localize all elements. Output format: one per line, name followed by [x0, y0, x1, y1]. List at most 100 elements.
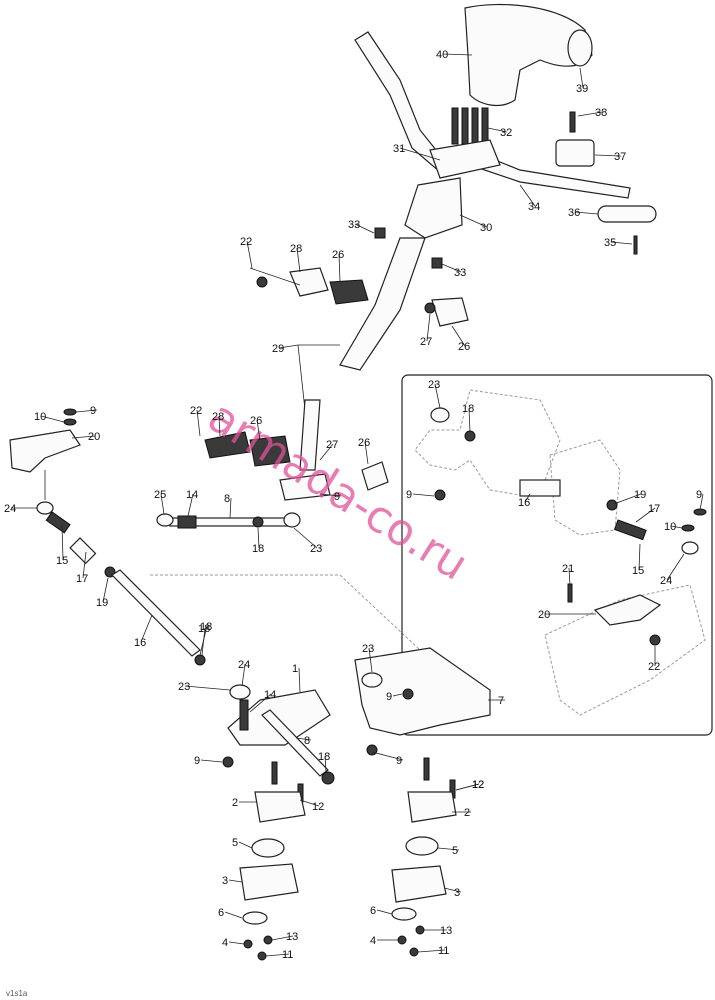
callout-c2a: 2 — [232, 797, 238, 809]
part-18-nut — [194, 654, 206, 666]
inset-frame — [401, 374, 713, 736]
callout-c31: 31 — [393, 143, 405, 155]
callout-c26d: 26 — [358, 437, 370, 449]
callout-c9c: 9 — [406, 489, 412, 501]
leader-line — [249, 693, 272, 713]
inset-ski — [544, 584, 706, 716]
callout-c30: 30 — [480, 222, 492, 234]
leader-line — [441, 263, 462, 273]
part-2-mount-r — [407, 791, 457, 823]
part-34-handlebar — [354, 31, 631, 199]
callout-c13a: 13 — [286, 931, 298, 943]
leader-line — [434, 383, 441, 409]
leader-line — [468, 407, 471, 433]
callout-c24a: 24 — [4, 503, 16, 515]
leader-line — [364, 441, 369, 465]
leader-line — [594, 154, 622, 157]
part-14-thread — [177, 515, 197, 529]
callout-c11a: 11 — [282, 949, 293, 961]
callout-c18e: 18 — [318, 751, 330, 763]
part-5-bushing-r — [405, 836, 439, 856]
leader-line — [298, 667, 301, 693]
part-15-thread — [45, 511, 71, 534]
leader-line — [228, 941, 245, 945]
callout-c19b: 19 — [634, 489, 646, 501]
leader-line — [399, 147, 441, 161]
footer-code: v1s1a — [6, 989, 28, 998]
callout-c10a: 10 — [34, 411, 46, 423]
callout-c1: 1 — [292, 663, 298, 675]
callout-c35: 35 — [604, 237, 616, 249]
part-26-block-2 — [431, 297, 469, 327]
leader-line — [451, 325, 466, 347]
part-37-block — [555, 139, 595, 167]
leader-line — [338, 253, 341, 283]
leader-line — [455, 783, 480, 791]
callout-c5b: 5 — [452, 845, 458, 857]
callout-c4b: 4 — [370, 935, 376, 947]
callout-c16a: 16 — [134, 637, 146, 649]
leader-line — [218, 415, 221, 437]
callout-c22b: 22 — [190, 405, 202, 417]
part-14-thread-low — [239, 699, 249, 731]
leader-line — [699, 493, 704, 511]
part-22-nut — [256, 276, 268, 288]
part-9-nut-low — [222, 756, 234, 768]
leader-line — [102, 577, 109, 603]
callout-c33a: 33 — [348, 219, 360, 231]
callout-c22a: 22 — [240, 236, 252, 248]
callout-c20a: 20 — [88, 431, 100, 443]
callout-c21: 21 — [562, 563, 574, 575]
callout-c12c: 12 — [472, 779, 484, 791]
callout-c17a: 17 — [76, 573, 88, 585]
part-11-nut-r — [409, 947, 419, 957]
inset-part-16 — [519, 479, 561, 497]
part-3-mount — [239, 863, 299, 901]
leader-line — [319, 493, 342, 497]
callout-c4a: 4 — [222, 937, 228, 949]
part-9-washer — [63, 408, 77, 416]
callout-c23d: 23 — [362, 643, 374, 655]
callout-c6b: 6 — [370, 905, 376, 917]
callout-c8a: 8 — [224, 493, 230, 505]
leader-line — [487, 127, 508, 133]
inset-part-20 — [593, 594, 662, 626]
callout-c40: 40 — [436, 49, 448, 61]
leader-line — [295, 737, 312, 741]
leader-line — [278, 344, 299, 349]
leader-line — [140, 614, 153, 643]
leader-line — [319, 443, 334, 461]
callout-c36: 36 — [568, 207, 580, 219]
leader-line — [184, 685, 231, 691]
part-16-shaft — [111, 569, 201, 657]
part-32-bolts — [451, 107, 489, 145]
part-20-arm — [9, 429, 81, 473]
leader-line — [265, 953, 290, 957]
part-9-nut-bracket — [402, 688, 414, 700]
part-26-block-lower — [249, 435, 291, 467]
leader-line — [293, 527, 318, 549]
callout-c26c: 26 — [250, 415, 262, 427]
leader-line — [412, 493, 435, 497]
part-38-screw — [569, 111, 576, 133]
leader-line — [426, 313, 431, 342]
callout-c23b: 23 — [428, 379, 440, 391]
leader-line — [324, 755, 327, 773]
part-6-washer-r — [391, 907, 417, 921]
part-4-bolt — [243, 939, 253, 949]
callout-c9a: 9 — [90, 405, 96, 417]
leader-line — [224, 911, 243, 919]
callout-c18a: 18 — [200, 621, 212, 633]
part-29-column-lower — [299, 399, 321, 471]
leader-line — [519, 184, 536, 207]
callout-c9b: 9 — [334, 491, 340, 503]
leader-line — [670, 525, 683, 529]
part-8-rod-low — [261, 709, 329, 777]
callout-c9g: 9 — [396, 755, 402, 767]
callout-c6a: 6 — [218, 907, 224, 919]
leader-line — [368, 647, 373, 673]
leader-line — [417, 949, 446, 953]
inset-part-10 — [681, 524, 695, 532]
part-28-bracket-lower — [204, 431, 251, 459]
